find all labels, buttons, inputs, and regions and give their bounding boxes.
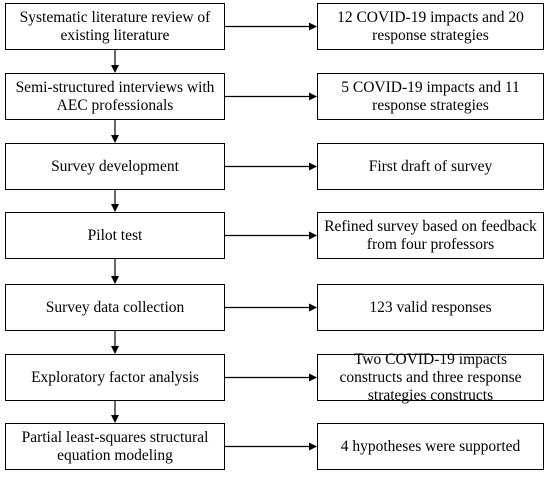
process-step-6: Exploratory factor analysis xyxy=(5,354,225,401)
outcome-box-6: Two COVID-19 impacts constructs and thre… xyxy=(317,351,544,404)
outcome-box-4: Refined survey based on feedback from fo… xyxy=(317,212,544,259)
process-step-7: Partial least-squares structural equatio… xyxy=(5,423,225,470)
outcome-box-2: 5 COVID-19 impacts and 11 response strat… xyxy=(317,73,544,120)
process-step-3: Survey development xyxy=(5,143,225,190)
process-step-5: Survey data collection xyxy=(5,284,225,331)
process-step-1: Systematic literature review of existing… xyxy=(5,3,225,50)
outcome-box-5: 123 valid responses xyxy=(317,284,544,331)
outcome-box-1: 12 COVID-19 impacts and 20 response stra… xyxy=(317,3,544,50)
process-step-2: Semi-structured interviews with AEC prof… xyxy=(5,73,225,120)
process-step-4: Pilot test xyxy=(5,212,225,259)
outcome-box-3: First draft of survey xyxy=(317,143,544,190)
outcome-box-7: 4 hypotheses were supported xyxy=(317,423,544,470)
